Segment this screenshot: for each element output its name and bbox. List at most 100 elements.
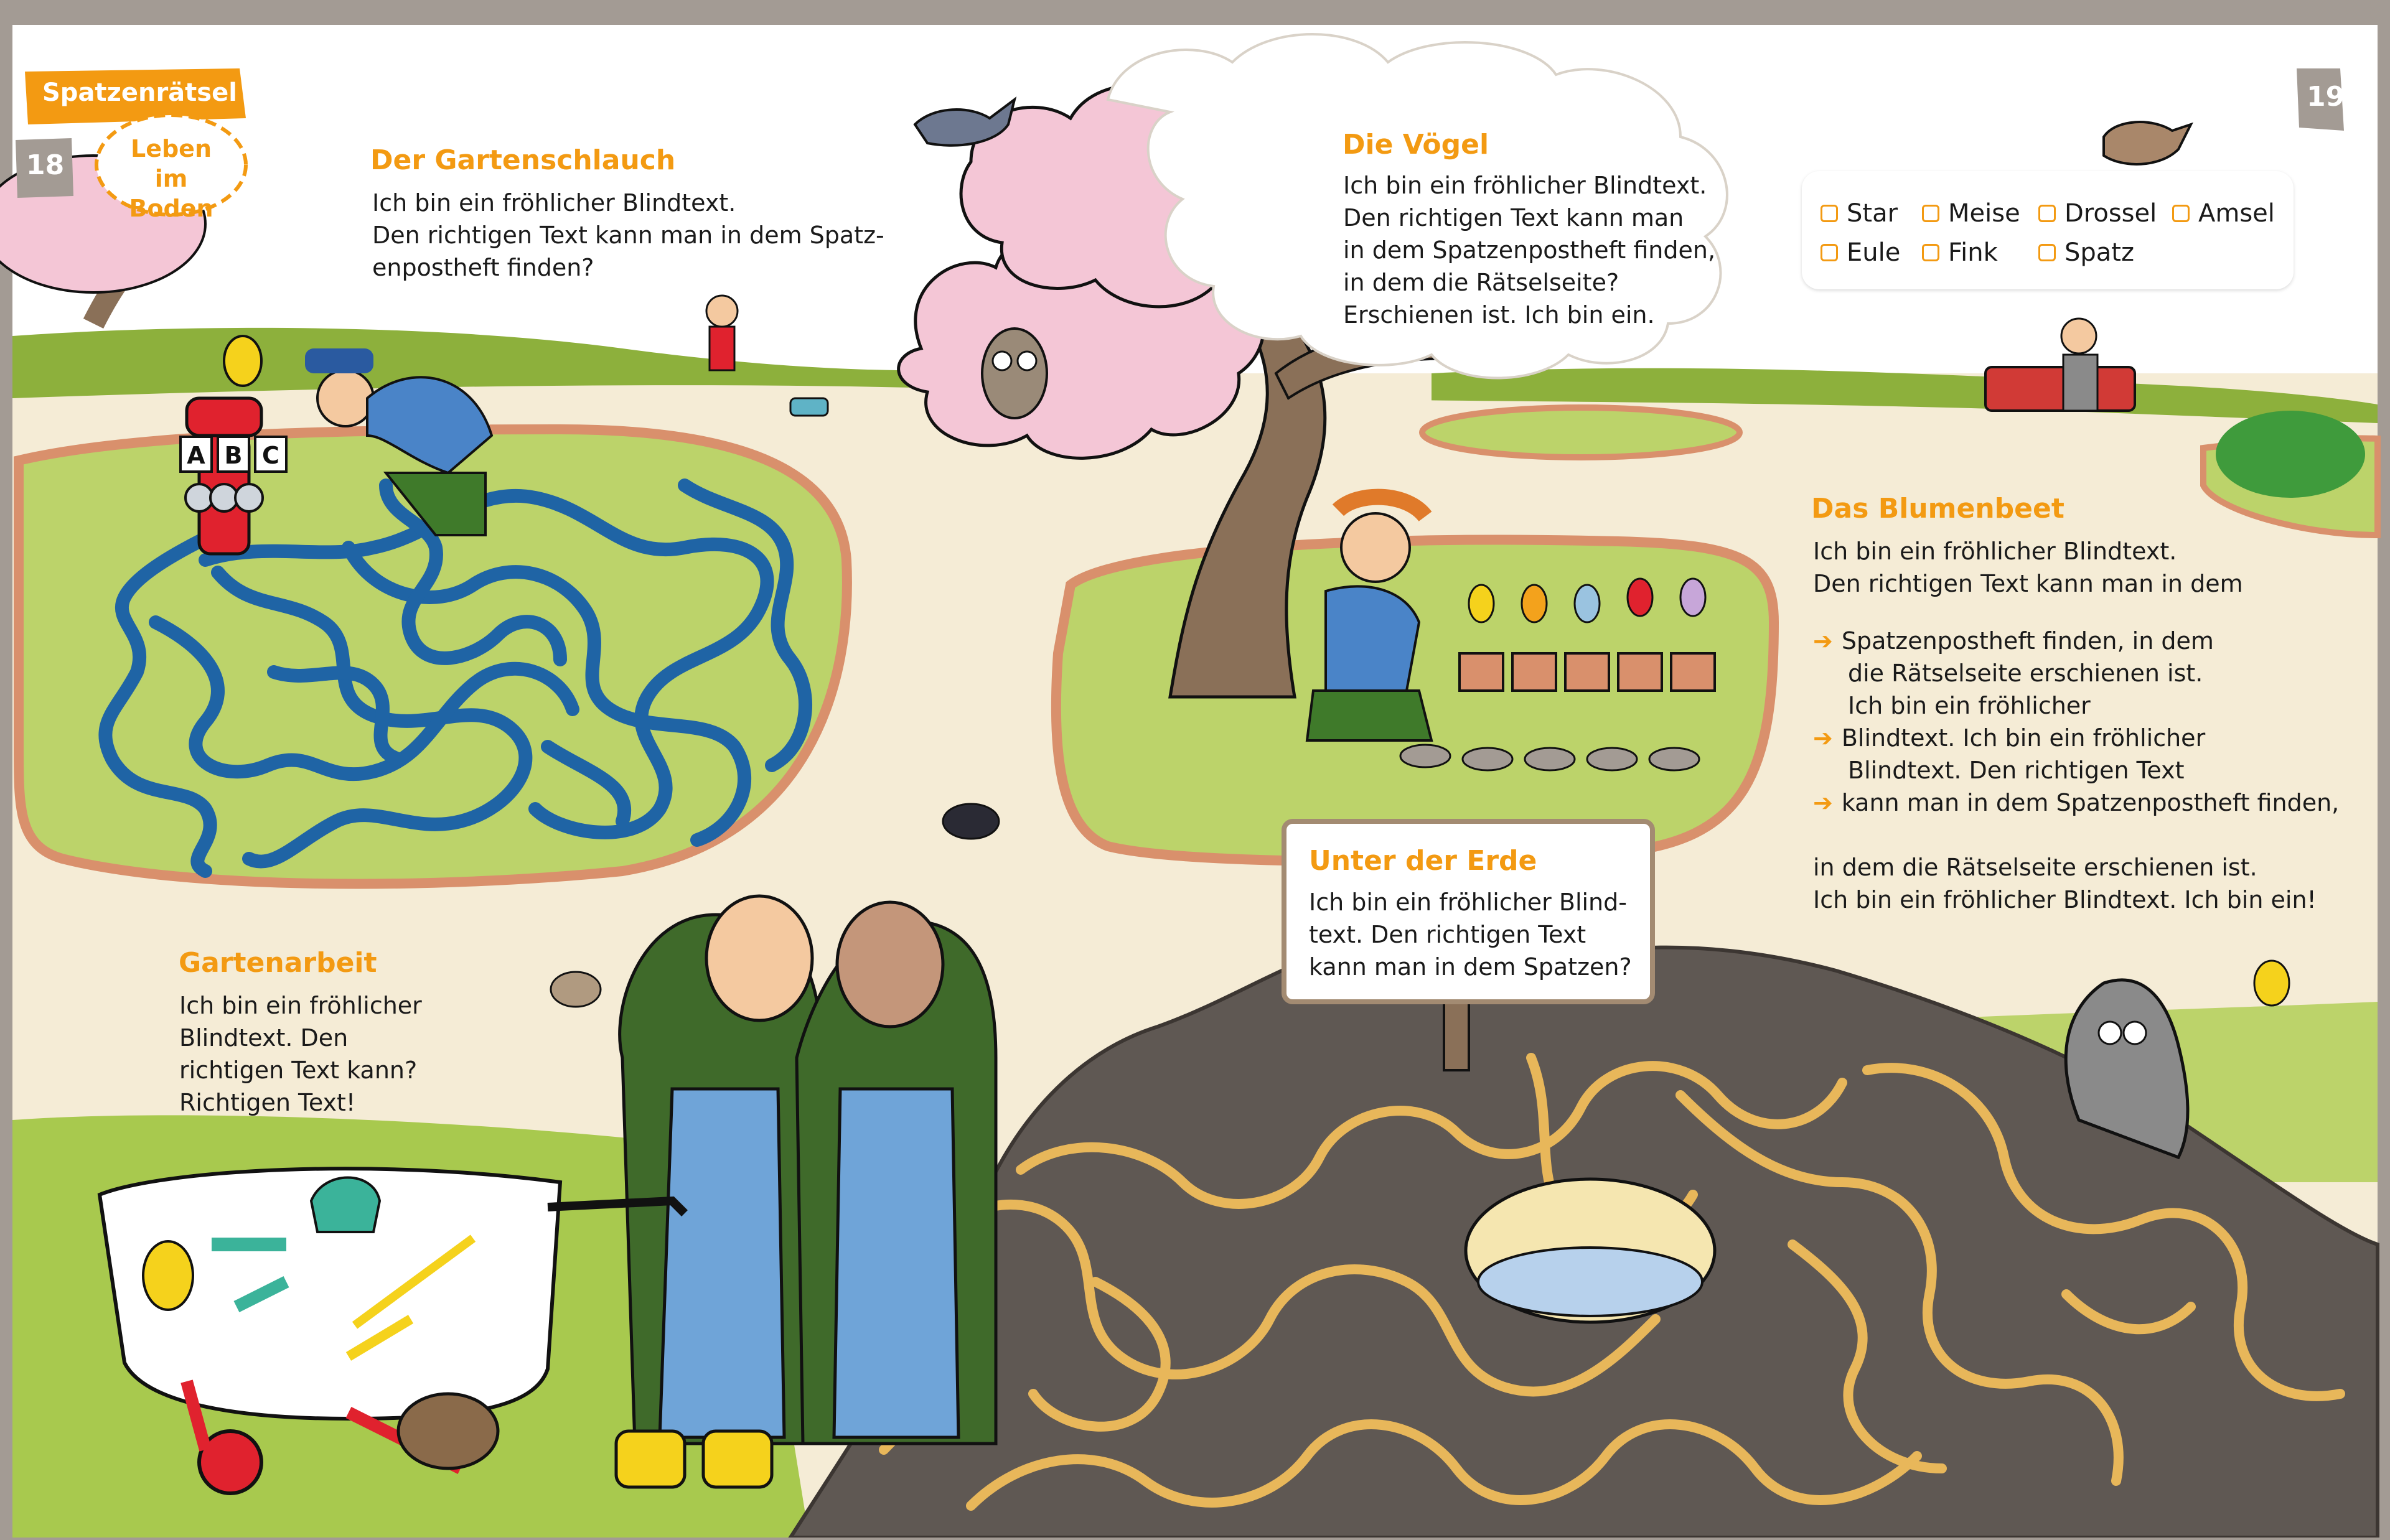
section-blumenbeet-text: Ich bin ein fröhlicher Blindtext. Den ri… <box>1813 535 2339 916</box>
text-line: Ich bin ein fröhlicher Blindtext. <box>1343 172 1707 199</box>
checkbox-amsel[interactable]: Amsel <box>2172 199 2275 228</box>
checkbox-icon[interactable] <box>1922 244 1939 261</box>
checkbox-drossel[interactable]: Drossel <box>2038 199 2157 228</box>
section-gartenarbeit-title: Gartenarbeit <box>179 947 377 979</box>
bench-icon <box>1984 317 2136 412</box>
drill-icon <box>233 1276 289 1312</box>
small-bed <box>1419 404 1743 460</box>
bullet-item: ➔kann man in dem Spatzenpostheft finden, <box>1813 786 2339 819</box>
boy-figure <box>705 294 739 328</box>
checkbox-label: Meise <box>1948 199 2020 228</box>
section-voegel-text: Ich bin ein fröhlicher Blindtext. Den ri… <box>1343 169 1715 331</box>
tulip-icon <box>1511 584 1557 692</box>
bird-checklist: Star Meise Drossel Amsel Eule Fink Spatz <box>1802 171 2294 289</box>
section-gartenarbeit-text: Ich bin ein fröhlicher Blindtext. Den ri… <box>179 989 422 1119</box>
section-unter-der-erde-text: Ich bin ein fröhlicher Blind- text. Den … <box>1309 886 1632 983</box>
text-line: text. Den richtigen Text <box>1309 921 1586 948</box>
section-voegel-title: Die Vögel <box>1343 129 1489 161</box>
hydrant-labels: A B C <box>179 436 288 473</box>
text-line: Blindtext. Den <box>179 1024 349 1052</box>
checkbox-label: Spatz <box>2064 238 2134 267</box>
text-line: Blindtext. Den richtigen Text <box>1848 757 2185 784</box>
text-line: Ich bin ein fröhlicher <box>179 992 422 1019</box>
checkbox-label: Star <box>1847 199 1898 228</box>
checkbox-icon[interactable] <box>2038 205 2056 222</box>
series-badge <box>25 68 246 124</box>
checkbox-label: Eule <box>1847 238 1901 267</box>
text-line: enpostheft finden? <box>372 254 594 281</box>
series-label: Spatzenrätsel <box>42 78 237 107</box>
section-gartenschlauch-text: Ich bin ein fröhlicher Blindtext. Den ri… <box>372 187 884 284</box>
bullet-item: ➔ Spatzenpostheft finden, in dem <box>1813 625 2339 657</box>
text-line: Erschienen ist. Ich bin ein. <box>1343 301 1655 329</box>
topic-label: Leben im Boden <box>129 135 213 222</box>
hammer-icon <box>345 1315 414 1361</box>
rc-car-icon <box>789 397 829 417</box>
checkbox-fink[interactable]: Fink <box>1922 238 1998 267</box>
text-line: Richtigen Text! <box>179 1089 356 1116</box>
text-line: kann man in dem Spatzen? <box>1309 953 1632 981</box>
rake-icon <box>352 1234 476 1329</box>
text-line: kann man in dem Spatzenpostheft finden, <box>1841 789 2340 816</box>
tulip-pots <box>1458 577 1716 692</box>
mole-icon <box>2064 978 2190 1160</box>
gardener-pair <box>614 894 998 1489</box>
canary-icon <box>223 335 263 387</box>
tulip-icon <box>1564 584 1610 692</box>
section-blumenbeet-title: Das Blumenbeet <box>1811 493 2064 525</box>
woman-figure <box>1305 488 1433 742</box>
blackbird-icon <box>942 803 1000 840</box>
checkbox-label: Fink <box>1948 238 1998 267</box>
tulip-icon <box>1670 577 1716 692</box>
hill-left <box>12 327 1058 398</box>
checkbox-label: Drossel <box>2064 199 2157 228</box>
tulip-icon <box>1617 577 1663 692</box>
bluetit-icon <box>2253 959 2290 1007</box>
section-unter-der-erde-title: Unter der Erde <box>1309 845 1537 877</box>
text-line: in dem Spatzenpostheft finden, <box>1343 236 1716 264</box>
hedgehog-icon <box>396 1392 500 1470</box>
tulip-icon <box>1458 584 1504 692</box>
text-line: Ich bin ein fröhlicher Blindtext. <box>372 189 736 217</box>
checkbox-icon[interactable] <box>2038 244 2056 261</box>
bird-on-cloud-icon <box>913 96 1017 147</box>
hose-maze <box>98 478 812 878</box>
text-line: Den richtigen Text kann man in dem <box>1813 570 2243 597</box>
text-line: richtigen Text kann? <box>179 1057 418 1084</box>
checkbox-icon[interactable] <box>2172 205 2190 222</box>
glove-icon <box>142 1240 194 1311</box>
section-gartenschlauch-title: Der Gartenschlauch <box>370 144 676 176</box>
text-line: Den richtigen Text kann man <box>1343 204 1684 231</box>
hydrant-label-c: C <box>262 442 279 469</box>
arrow-right-icon: ➔ <box>1813 627 1833 655</box>
stones <box>1399 744 1700 772</box>
text-line: Spatzenpostheft finden, in dem <box>1841 627 2214 655</box>
checkbox-icon[interactable] <box>1922 205 1939 222</box>
topic-badge <box>95 113 248 217</box>
right-bush <box>2216 411 2365 498</box>
arrow-right-icon: ➔ <box>1813 724 1833 752</box>
checkbox-eule[interactable]: Eule <box>1821 238 1900 267</box>
text-line: Den richtigen Text kann man in dem Spatz… <box>372 222 884 249</box>
checkbox-star[interactable]: Star <box>1821 199 1898 228</box>
checkbox-spatz[interactable]: Spatz <box>2038 238 2134 267</box>
text-line: in dem die Rätselseite erschienen ist. <box>1813 854 2257 881</box>
wheelbarrow-tools <box>142 1176 476 1361</box>
wheelbarrow-icon <box>97 1167 688 1495</box>
page-right-badge <box>2297 68 2344 131</box>
checkbox-icon[interactable] <box>1821 205 1838 222</box>
hydrant-label-b: B <box>225 442 243 469</box>
page-left-badge <box>16 138 73 198</box>
owl-icon <box>981 327 1048 419</box>
page-left-number: 18 <box>26 149 65 181</box>
checkbox-meise[interactable]: Meise <box>1922 199 2020 228</box>
text-line: in dem die Rätselseite? <box>1343 269 1619 296</box>
bullet-item: ➔ Blindtext. Ich bin ein fröhlicher <box>1813 722 2339 754</box>
text-line: Blindtext. Ich bin ein fröhlicher <box>1841 724 2206 752</box>
thrush-icon <box>2102 121 2193 166</box>
signpost-icon <box>1443 994 1470 1071</box>
text-line: Ich bin ein fröhlicher <box>1848 692 2091 719</box>
checkbox-icon[interactable] <box>1821 244 1838 261</box>
text-line: die Rätselseite erschienen ist. <box>1848 660 2203 687</box>
